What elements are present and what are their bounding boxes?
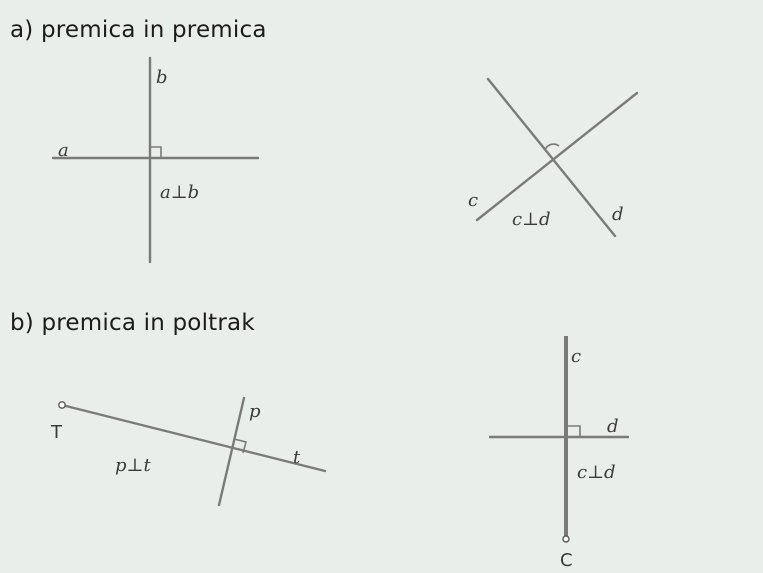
- relation-label: a⊥b: [160, 182, 199, 203]
- label-c: c: [571, 346, 581, 367]
- right-angle-marker: [233, 438, 247, 454]
- figure-p-perp-t: T t p p⊥t: [50, 396, 327, 507]
- figure-a-perp-b: b a a⊥b: [51, 56, 260, 264]
- label-t: t: [293, 447, 301, 468]
- label-b: b: [156, 67, 168, 88]
- line-p: [217, 396, 246, 507]
- right-angle-marker: [150, 146, 162, 158]
- label-c: c: [468, 190, 478, 211]
- section-b-heading: b) premica in poltrak: [10, 310, 255, 336]
- label-p: p: [249, 401, 261, 422]
- right-angle-marker: [544, 143, 560, 151]
- figure-c-perp-d-ray: c d C c⊥d: [488, 336, 630, 571]
- line-c: [475, 91, 639, 222]
- relation-label: c⊥d: [512, 209, 551, 230]
- figure-c-perp-d: c d c⊥d: [468, 77, 639, 238]
- relation-label: c⊥d: [577, 462, 616, 483]
- label-a: a: [58, 140, 69, 161]
- ray-t: [60, 403, 327, 473]
- label-d: d: [612, 204, 624, 225]
- label-d: d: [607, 416, 619, 437]
- right-angle-marker: [568, 425, 581, 437]
- relation-label: p⊥t: [115, 455, 151, 476]
- label-C: C: [560, 550, 573, 571]
- line-d: [486, 77, 617, 238]
- label-T: T: [50, 422, 63, 443]
- point-C: [562, 535, 570, 543]
- point-T: [58, 401, 66, 409]
- section-a-heading: a) premica in premica: [10, 17, 267, 43]
